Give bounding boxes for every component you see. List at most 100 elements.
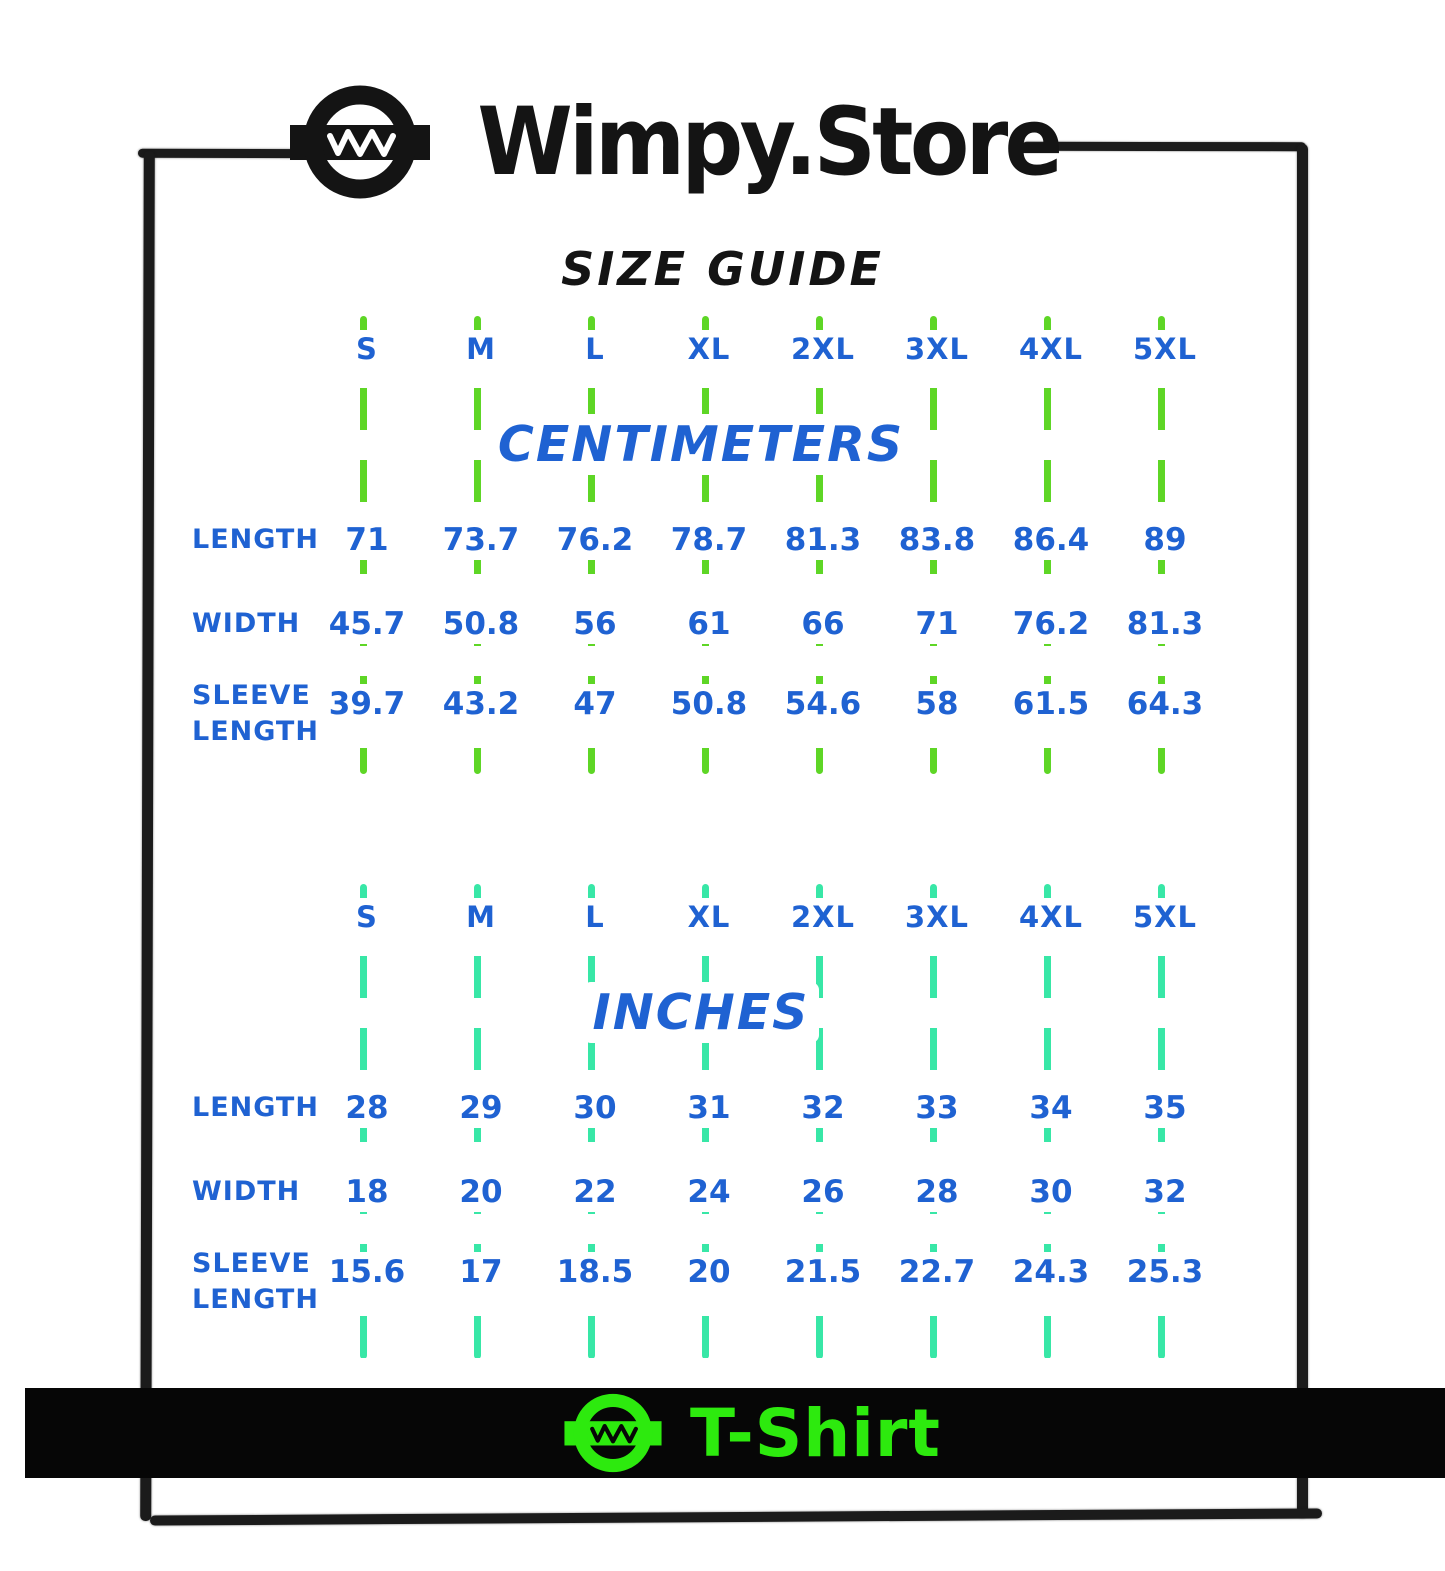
measurement-value: 81.3 bbox=[774, 520, 872, 560]
size-column-header: M bbox=[424, 898, 538, 936]
measurement-value: 47 bbox=[563, 684, 627, 724]
measurement-value: 30 bbox=[1019, 1172, 1083, 1212]
size-column-header: 2XL bbox=[766, 330, 880, 368]
measurement-value-cell: 50.8 bbox=[424, 604, 538, 644]
size-column-header: S bbox=[310, 898, 424, 936]
measurement-value-cell: 64.3 bbox=[1108, 678, 1222, 724]
measurement-value: 24 bbox=[677, 1172, 741, 1212]
measurement-value-cell: 24.3 bbox=[994, 1246, 1108, 1292]
size-label: 3XL bbox=[894, 330, 980, 368]
footer-banner: T-Shirt bbox=[25, 1388, 1445, 1478]
measurement-label: SLEEVE LENGTH bbox=[192, 680, 319, 748]
size-label: 5XL bbox=[1122, 330, 1208, 368]
measurement-label-cell: SLEEVE LENGTH bbox=[180, 678, 318, 751]
brand-name: Wimpy.Store bbox=[477, 87, 1063, 197]
measurement-value-cell: 25.3 bbox=[1108, 1246, 1222, 1292]
measurement-label-cell: WIDTH bbox=[180, 606, 310, 642]
size-column-header: S bbox=[310, 330, 424, 368]
measurement-value: 31 bbox=[677, 1088, 741, 1128]
measurement-value: 24.3 bbox=[1002, 1252, 1100, 1292]
size-column-header: L bbox=[538, 898, 652, 936]
size-label: M bbox=[456, 898, 506, 936]
measurement-value: 56 bbox=[563, 604, 627, 644]
measurement-value-cell: 17 bbox=[424, 1246, 538, 1292]
measurement-value-cell: 26 bbox=[766, 1172, 880, 1212]
measurement-value-cell: 24 bbox=[652, 1172, 766, 1212]
size-label: L bbox=[575, 330, 615, 368]
measurement-value-cell: 29 bbox=[424, 1088, 538, 1128]
measurement-value: 22 bbox=[563, 1172, 627, 1212]
measurement-value: 35 bbox=[1133, 1088, 1197, 1128]
measurement-value: 76.2 bbox=[1002, 604, 1100, 644]
size-column-header: XL bbox=[652, 330, 766, 368]
measurement-value: 66 bbox=[791, 604, 855, 644]
measurement-value-cell: 18.5 bbox=[538, 1246, 652, 1292]
measurement-value: 45.7 bbox=[318, 604, 416, 644]
measurement-value-cell: 35 bbox=[1108, 1088, 1222, 1128]
size-column-header: 4XL bbox=[994, 330, 1108, 368]
measurement-value-cell: 61.5 bbox=[994, 678, 1108, 724]
measurement-value: 39.7 bbox=[318, 684, 416, 724]
size-column-header: L bbox=[538, 330, 652, 368]
measurement-value-cell: 47 bbox=[538, 678, 652, 724]
measurement-value-cell: 76.2 bbox=[994, 604, 1108, 644]
measurement-label-cell: LENGTH bbox=[180, 522, 318, 558]
measurement-value-cell: 32 bbox=[766, 1088, 880, 1128]
measurement-value-cell: 34 bbox=[994, 1088, 1108, 1128]
measurement-value: 64.3 bbox=[1116, 684, 1214, 724]
measurement-label-cell: WIDTH bbox=[180, 1174, 310, 1210]
measurement-value-cell: 81.3 bbox=[1108, 604, 1222, 644]
measurement-value: 29 bbox=[449, 1088, 513, 1128]
measurement-value: 20 bbox=[677, 1252, 741, 1292]
measurement-value: 43.2 bbox=[432, 684, 530, 724]
measurement-value: 81.3 bbox=[1116, 604, 1214, 644]
measurement-value: 18 bbox=[335, 1172, 399, 1212]
measurement-value-cell: 83.8 bbox=[880, 520, 994, 560]
measurement-label: WIDTH bbox=[192, 607, 301, 639]
size-label: XL bbox=[677, 330, 741, 368]
measurement-value-cell: 66 bbox=[766, 604, 880, 644]
measurement-value-cell: 71 bbox=[880, 604, 994, 644]
measurement-value: 73.7 bbox=[432, 520, 530, 560]
measurement-value: 54.6 bbox=[774, 684, 872, 724]
measurement-value: 61.5 bbox=[1002, 684, 1100, 724]
measurement-value-cell: 54.6 bbox=[766, 678, 880, 724]
measurement-value-cell: 22 bbox=[538, 1172, 652, 1212]
measurement-value: 50.8 bbox=[432, 604, 530, 644]
unit-title: CENTIMETERS bbox=[487, 413, 915, 475]
measurement-value: 78.7 bbox=[660, 520, 758, 560]
size-column-header: 2XL bbox=[766, 898, 880, 936]
page-title: SIZE GUIDE bbox=[561, 242, 884, 296]
measurement-value-cell: 73.7 bbox=[424, 520, 538, 560]
measurement-value: 34 bbox=[1019, 1088, 1083, 1128]
size-label: 2XL bbox=[780, 330, 866, 368]
measurement-value: 20 bbox=[449, 1172, 513, 1212]
measurement-value: 33 bbox=[905, 1088, 969, 1128]
size-column-header: 3XL bbox=[880, 898, 994, 936]
measurement-value: 89 bbox=[1133, 520, 1197, 560]
measurement-value-cell: 76.2 bbox=[538, 520, 652, 560]
measurement-value: 26 bbox=[791, 1172, 855, 1212]
measurement-value: 28 bbox=[905, 1172, 969, 1212]
size-label: 5XL bbox=[1122, 898, 1208, 936]
measurement-value-cell: 22.7 bbox=[880, 1246, 994, 1292]
frame-border-left bbox=[140, 150, 155, 1522]
brand-header: Wimpy.Store bbox=[0, 80, 1410, 204]
size-column-header: 3XL bbox=[880, 330, 994, 368]
measurement-label: WIDTH bbox=[192, 1175, 301, 1207]
measurement-value-cell: 86.4 bbox=[994, 520, 1108, 560]
frame-border-right bbox=[1297, 144, 1308, 1518]
measurement-value-cell: 50.8 bbox=[652, 678, 766, 724]
size-label: M bbox=[456, 330, 506, 368]
size-label: L bbox=[575, 898, 615, 936]
measurement-value-cell: 31 bbox=[652, 1088, 766, 1128]
size-label: 2XL bbox=[780, 898, 866, 936]
